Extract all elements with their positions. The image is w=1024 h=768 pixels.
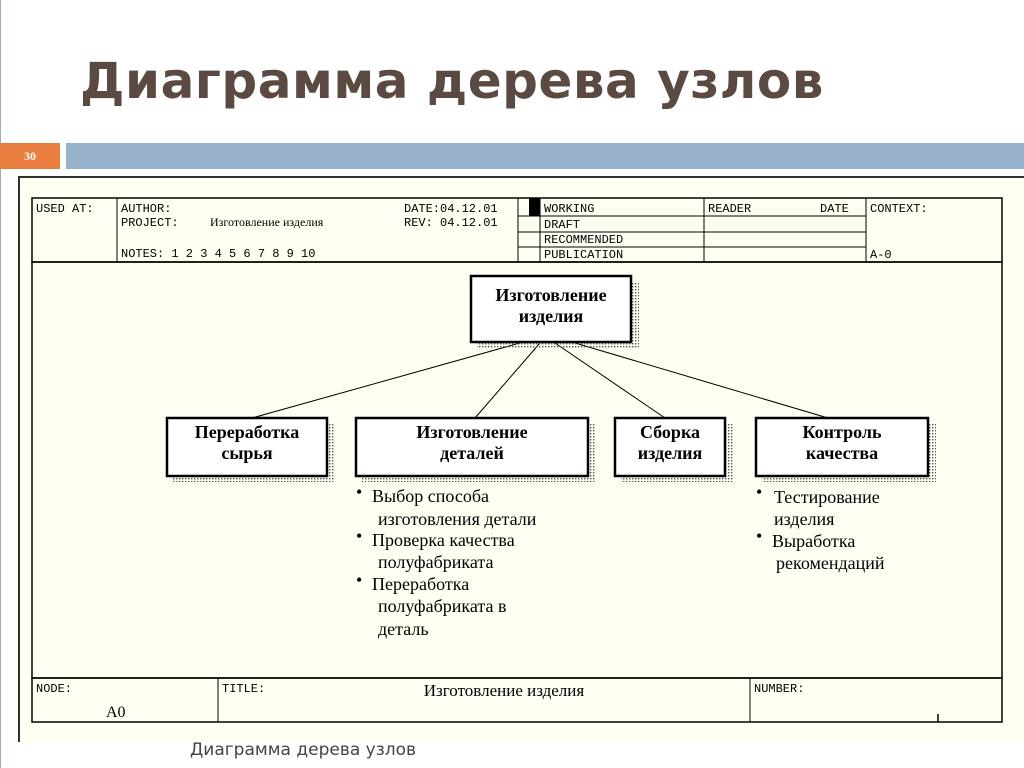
node-box <box>469 274 633 344</box>
node-root[interactable]: Изготовление изделия <box>469 274 639 348</box>
status-working: WORKING <box>544 202 594 216</box>
date-label: DATE:04.12.01 <box>404 202 498 216</box>
bullet-line: Проверка качества <box>372 530 515 550</box>
node-label-line: Переработка <box>195 422 299 442</box>
working-status-mark <box>529 198 540 216</box>
slide-number: 30 <box>24 149 36 163</box>
node-label-line: качества <box>806 443 878 463</box>
bullet-dot: • <box>356 526 362 546</box>
title-label: TITLE: <box>222 682 265 696</box>
node-box <box>754 416 930 478</box>
bullet-line: Переработка <box>372 574 469 594</box>
bullet-line: рекомендаций <box>776 553 885 573</box>
node-value: A0 <box>106 704 126 721</box>
reader-date-label: DATE <box>820 202 849 216</box>
node-label-line: Сборка <box>640 422 700 442</box>
slide-number-badge <box>0 143 60 169</box>
bullet-line: Выработка <box>772 531 855 551</box>
bullet-line: изготовления детали <box>378 509 537 529</box>
tree-connectors <box>251 342 829 419</box>
node-pererabotka-syrya[interactable]: Переработка сырья <box>165 416 335 482</box>
slide-caption: Диаграмма дерева узлов <box>190 740 417 760</box>
bullet-list-izgotovlenie-detaley: • Выбор способа изготовления детали • Пр… <box>356 482 537 639</box>
bullet-line: Выбор способа <box>372 486 489 506</box>
node-sborka-izdeliya[interactable]: Сборка изделия <box>613 416 733 482</box>
context-label: CONTEXT: <box>870 202 928 216</box>
project-label: PROJECT: <box>121 216 179 230</box>
status-recommended: RECOMMENDED <box>544 233 623 247</box>
footer-frame <box>31 677 1003 723</box>
node-label-line: Контроль <box>803 422 882 442</box>
bullet-dot: • <box>756 526 762 546</box>
connector-line <box>554 342 666 419</box>
node-kontrol-kachestva[interactable]: Контроль качества <box>754 416 936 482</box>
bullet-line: полуфабриката <box>378 552 493 572</box>
node-label-line: изделия <box>638 443 703 463</box>
project-value: Изготовление изделия <box>210 215 324 229</box>
bullet-line: изделия <box>774 509 834 529</box>
used-at-label: USED AT: <box>36 202 94 216</box>
node-box <box>354 416 590 478</box>
node-label-line: Изготовление <box>495 285 606 305</box>
header-grid <box>116 198 867 262</box>
number-label: NUMBER: <box>754 682 804 696</box>
status-publication: PUBLICATION <box>544 248 623 262</box>
node-label-line: деталей <box>440 443 504 463</box>
bullet-dot: • <box>356 482 362 502</box>
status-draft: DRAFT <box>544 218 580 232</box>
slide-title: Диаграмма дерева узлов <box>80 52 824 110</box>
bullet-dot: • <box>756 482 762 502</box>
node-label-line: Изготовление <box>416 422 527 442</box>
bullet-list-kontrol-kachestva: • Тестирование изделия • Выработка реком… <box>756 482 885 573</box>
connector-line <box>474 342 541 419</box>
node-tree-diagram: USED AT: AUTHOR: PROJECT: Изготовление и… <box>31 197 1003 723</box>
title-value: Изготовление изделия <box>424 681 585 700</box>
notes-label: NOTES: 1 2 3 4 5 6 7 8 9 10 <box>121 247 315 261</box>
footer-grid <box>217 678 751 722</box>
connector-line <box>574 342 829 419</box>
slide-left-rule <box>0 0 1 768</box>
node-izgotovlenie-detaley[interactable]: Изготовление деталей <box>354 416 596 482</box>
node-box <box>165 416 329 478</box>
context-value: A-0 <box>870 248 892 262</box>
reader-label: READER <box>708 202 751 216</box>
rev-label: REV: 04.12.01 <box>404 216 498 230</box>
bullet-line: Тестирование <box>774 487 880 507</box>
diagram-frame: USED AT: AUTHOR: PROJECT: Изготовление и… <box>18 176 1024 742</box>
bullet-dot: • <box>356 570 362 590</box>
bullet-line: деталь <box>378 619 429 639</box>
node-label: NODE: <box>36 682 72 696</box>
header-bar <box>66 143 1024 169</box>
bullet-line: полуфабриката в <box>378 596 506 616</box>
node-box <box>613 416 727 478</box>
node-label-line: сырья <box>221 443 273 463</box>
connector-line <box>251 342 521 419</box>
author-label: AUTHOR: <box>121 202 171 216</box>
node-label-line: изделия <box>519 306 584 326</box>
